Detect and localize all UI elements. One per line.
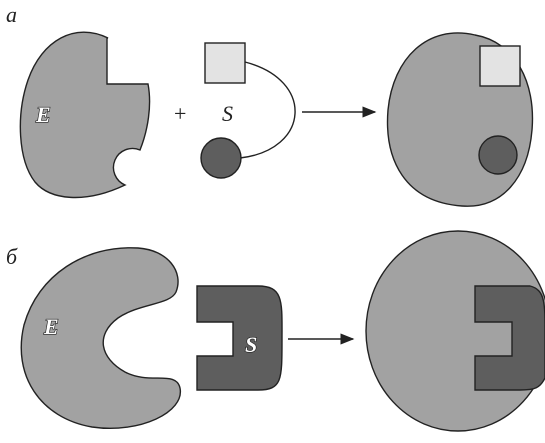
substrate-a-label: S bbox=[222, 101, 233, 126]
enzyme-a-label: E bbox=[35, 102, 51, 127]
substrate-a-square bbox=[204, 42, 246, 84]
complex-a-circle bbox=[478, 135, 518, 175]
substrate-b-shape bbox=[196, 285, 283, 391]
substrate-a-circle bbox=[200, 137, 242, 179]
panel-a-label: а bbox=[6, 2, 17, 27]
enzyme-b-shape bbox=[20, 247, 181, 429]
panel-b-label: б bbox=[6, 244, 18, 269]
enzyme-b-label: E bbox=[43, 314, 59, 339]
enzyme-a-shape bbox=[19, 31, 151, 199]
substrate-b-label: S bbox=[245, 332, 257, 357]
complex-b-substrate bbox=[474, 285, 545, 391]
complex-a-square bbox=[479, 45, 521, 87]
substrate-a-linker bbox=[239, 61, 296, 159]
plus-sign: + bbox=[174, 101, 186, 126]
